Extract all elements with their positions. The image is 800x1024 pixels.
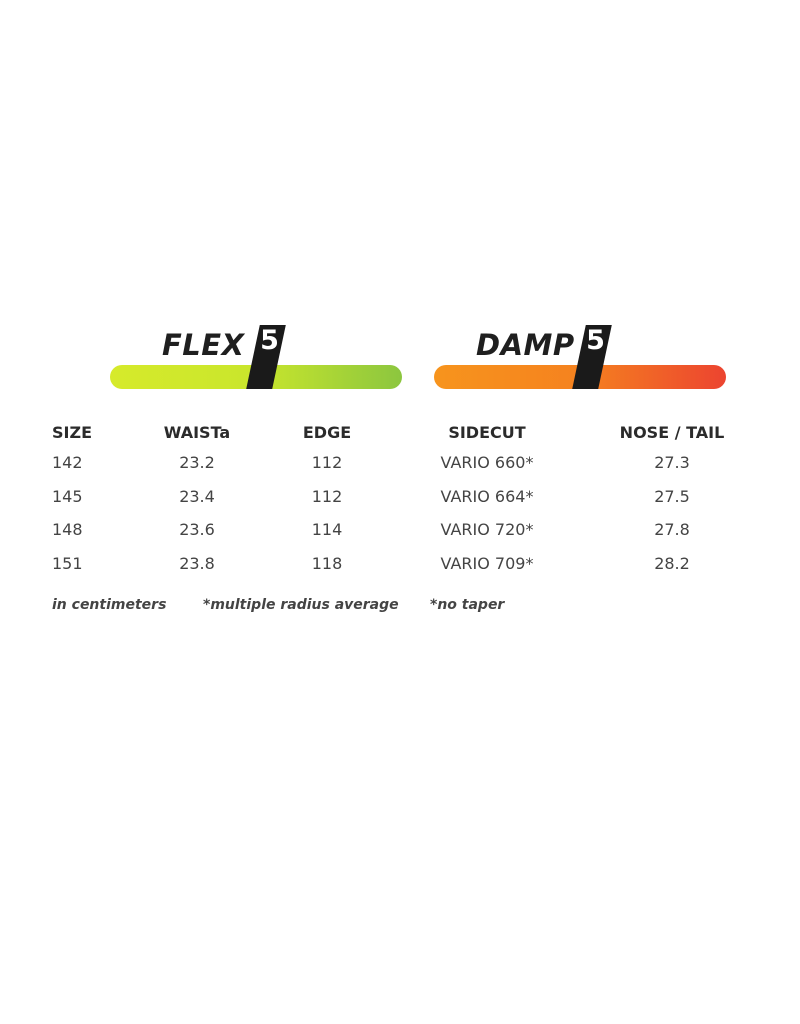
cell-sidecut: VARIO 720* <box>440 520 534 540</box>
cell-edge: 112 <box>311 453 343 473</box>
header-sidecut: SIDECUT <box>448 422 526 442</box>
cell-sidecut: VARIO 709* <box>440 553 534 573</box>
table-row: 142 23.2 112 VARIO 660* 27.3 <box>52 446 752 480</box>
cell-nose-tail: 28.2 <box>654 553 690 573</box>
cell-size: 145 <box>52 486 83 506</box>
flex-label: FLEX <box>162 328 245 362</box>
note-sidecut: *multiple radius average <box>203 597 399 613</box>
damp-label: DAMP <box>476 328 575 362</box>
cell-size: 148 <box>52 520 83 540</box>
cell-nose-tail: 27.8 <box>654 520 690 540</box>
damp-value: 5 <box>586 325 605 356</box>
header-waist: WAISTa <box>163 422 231 442</box>
flex-rating: FLEX 5 <box>110 325 402 391</box>
cell-sidecut: VARIO 660* <box>440 453 534 473</box>
cell-nose-tail: 27.5 <box>654 486 690 506</box>
cell-edge: 118 <box>311 553 343 573</box>
cell-sidecut: VARIO 664* <box>440 486 534 506</box>
cell-edge: 114 <box>311 520 343 540</box>
table-header-row: SIZE WAISTa EDGE SIDECUT NOSE / TAIL <box>52 418 752 446</box>
cell-waist: 23.6 <box>179 520 215 540</box>
specs-table: SIZE WAISTa EDGE SIDECUT NOSE / TAIL 142… <box>52 418 752 580</box>
cell-size: 151 <box>52 553 83 573</box>
table-row: 148 23.6 114 VARIO 720* 27.8 <box>52 513 752 547</box>
header-nose-tail: NOSE / TAIL <box>619 422 725 442</box>
cell-waist: 23.2 <box>179 453 215 473</box>
flex-value: 5 <box>260 325 279 356</box>
note-taper: *no taper <box>430 597 505 613</box>
table-row: 145 23.4 112 VARIO 664* 27.5 <box>52 480 752 514</box>
cell-waist: 23.8 <box>179 553 215 573</box>
damp-rating: DAMP 5 <box>434 325 726 391</box>
cell-waist: 23.4 <box>179 486 215 506</box>
note-units: in centimeters <box>52 597 167 613</box>
table-row: 151 23.8 118 VARIO 709* 28.2 <box>52 547 752 581</box>
cell-edge: 112 <box>311 486 343 506</box>
cell-size: 142 <box>52 453 83 473</box>
header-edge: EDGE <box>302 422 352 442</box>
header-size: SIZE <box>52 422 93 442</box>
cell-nose-tail: 27.3 <box>654 453 690 473</box>
